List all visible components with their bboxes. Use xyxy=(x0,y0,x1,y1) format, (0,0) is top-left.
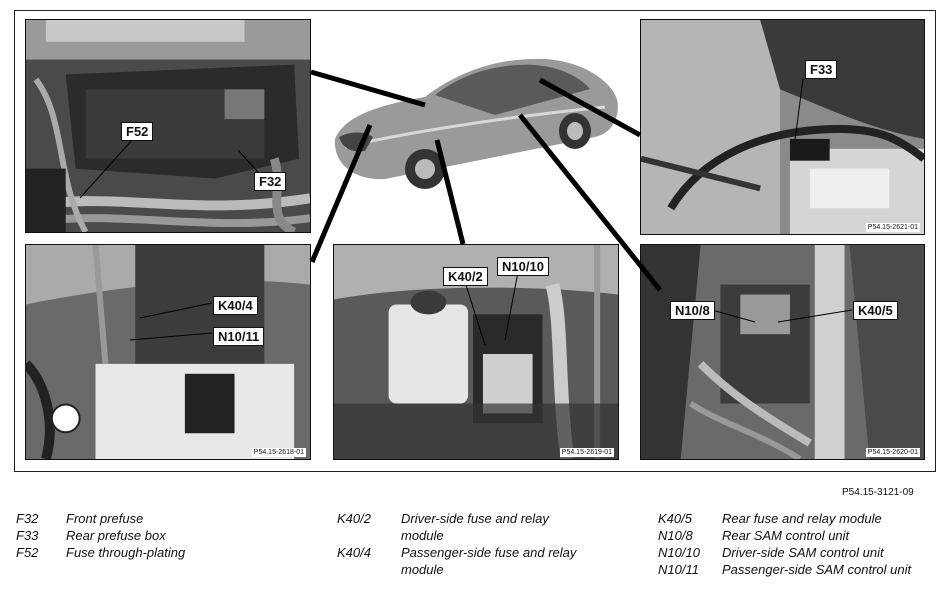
legend-item: F52 Fuse through-plating xyxy=(16,544,185,561)
rear-prefuse-illustration xyxy=(641,20,924,234)
callout-f32: F32 xyxy=(254,172,287,191)
photo-rear-sam: N10/8 K40/5 P54.15-2620-01 xyxy=(640,244,925,460)
legend-code: F33 xyxy=(16,528,39,543)
car-illustration xyxy=(334,58,618,189)
legend-code: F52 xyxy=(16,545,39,560)
legend-item: N10/11 Passenger-side SAM control unit xyxy=(658,561,911,578)
legend-desc: Passenger-side SAM control unit xyxy=(722,562,912,577)
callout-n10-11: N10/11 xyxy=(213,327,265,346)
legend-desc: Driver-side fuse and relay xyxy=(401,511,549,526)
legend-item-continued: module xyxy=(337,527,576,544)
legend-item: F33 Rear prefuse box xyxy=(16,527,185,544)
legend-code: K40/4 xyxy=(337,545,371,560)
legend-desc: Passenger-side fuse and relay xyxy=(401,545,577,560)
legend-item: F32 Front prefuse xyxy=(16,510,185,527)
photo-ref-passenger-side: P54.15-2618-01 xyxy=(251,448,306,457)
legend-item: N10/10 Driver-side SAM control unit xyxy=(658,544,911,561)
legend-column-1: F32 Front prefuse F33 Rear prefuse box F… xyxy=(16,510,185,561)
legend-item: K40/4 Passenger-side fuse and relay xyxy=(337,544,576,561)
photo-ref-rear-sam: P54.15-2620-01 xyxy=(865,448,920,457)
callout-k40-5: K40/5 xyxy=(853,301,898,320)
legend-desc: Driver-side SAM control unit xyxy=(722,545,884,560)
legend-desc-continued: module xyxy=(401,562,444,577)
legend-code: N10/10 xyxy=(658,545,700,560)
callout-n10-8: N10/8 xyxy=(670,301,715,320)
front-prefuse-illustration xyxy=(26,20,310,232)
legend-desc-continued: module xyxy=(401,528,444,543)
legend-code: K40/2 xyxy=(337,511,371,526)
legend-item: K40/5 Rear fuse and relay module xyxy=(658,510,911,527)
legend-item-continued: module xyxy=(337,561,576,578)
passenger-side-illustration xyxy=(26,245,310,459)
legend-code: F32 xyxy=(16,511,39,526)
photo-ref-driver-side: P54.15-2619-01 xyxy=(559,448,614,457)
photo-front-prefuse: F52 F32 xyxy=(25,19,311,233)
legend-item: N10/8 Rear SAM control unit xyxy=(658,527,911,544)
legend-code: N10/8 xyxy=(658,528,693,543)
legend-item: K40/2 Driver-side fuse and relay xyxy=(337,510,576,527)
photo-driver-side: K40/2 N10/10 P54.15-2619-01 xyxy=(333,244,619,460)
callout-f33: F33 xyxy=(805,60,838,79)
callout-k40-2: K40/2 xyxy=(443,267,488,286)
photo-rear-prefuse: F33 P54.15-2621-01 xyxy=(640,19,925,235)
legend-code: N10/11 xyxy=(658,562,699,577)
figure-reference: P54.15-3121-09 xyxy=(842,487,914,498)
photo-car xyxy=(325,19,625,205)
legend-column-2: K40/2 Driver-side fuse and relay module … xyxy=(337,510,576,578)
legend-column-3: K40/5 Rear fuse and relay module N10/8 R… xyxy=(658,510,911,578)
photo-ref-rear-prefuse: P54.15-2621-01 xyxy=(865,223,920,232)
callout-k40-4: K40/4 xyxy=(213,296,258,315)
photo-passenger-side: K40/4 N10/11 P54.15-2618-01 xyxy=(25,244,311,460)
callout-f52: F52 xyxy=(121,122,154,141)
legend-desc: Front prefuse xyxy=(66,511,144,526)
legend-desc: Rear prefuse box xyxy=(66,528,166,543)
rear-sam-illustration xyxy=(641,245,924,459)
legend-desc: Fuse through-plating xyxy=(66,545,186,560)
legend-code: K40/5 xyxy=(658,511,692,526)
callout-n10-10: N10/10 xyxy=(497,257,549,276)
legend-desc: Rear SAM control unit xyxy=(722,528,850,543)
legend-desc: Rear fuse and relay module xyxy=(722,511,882,526)
